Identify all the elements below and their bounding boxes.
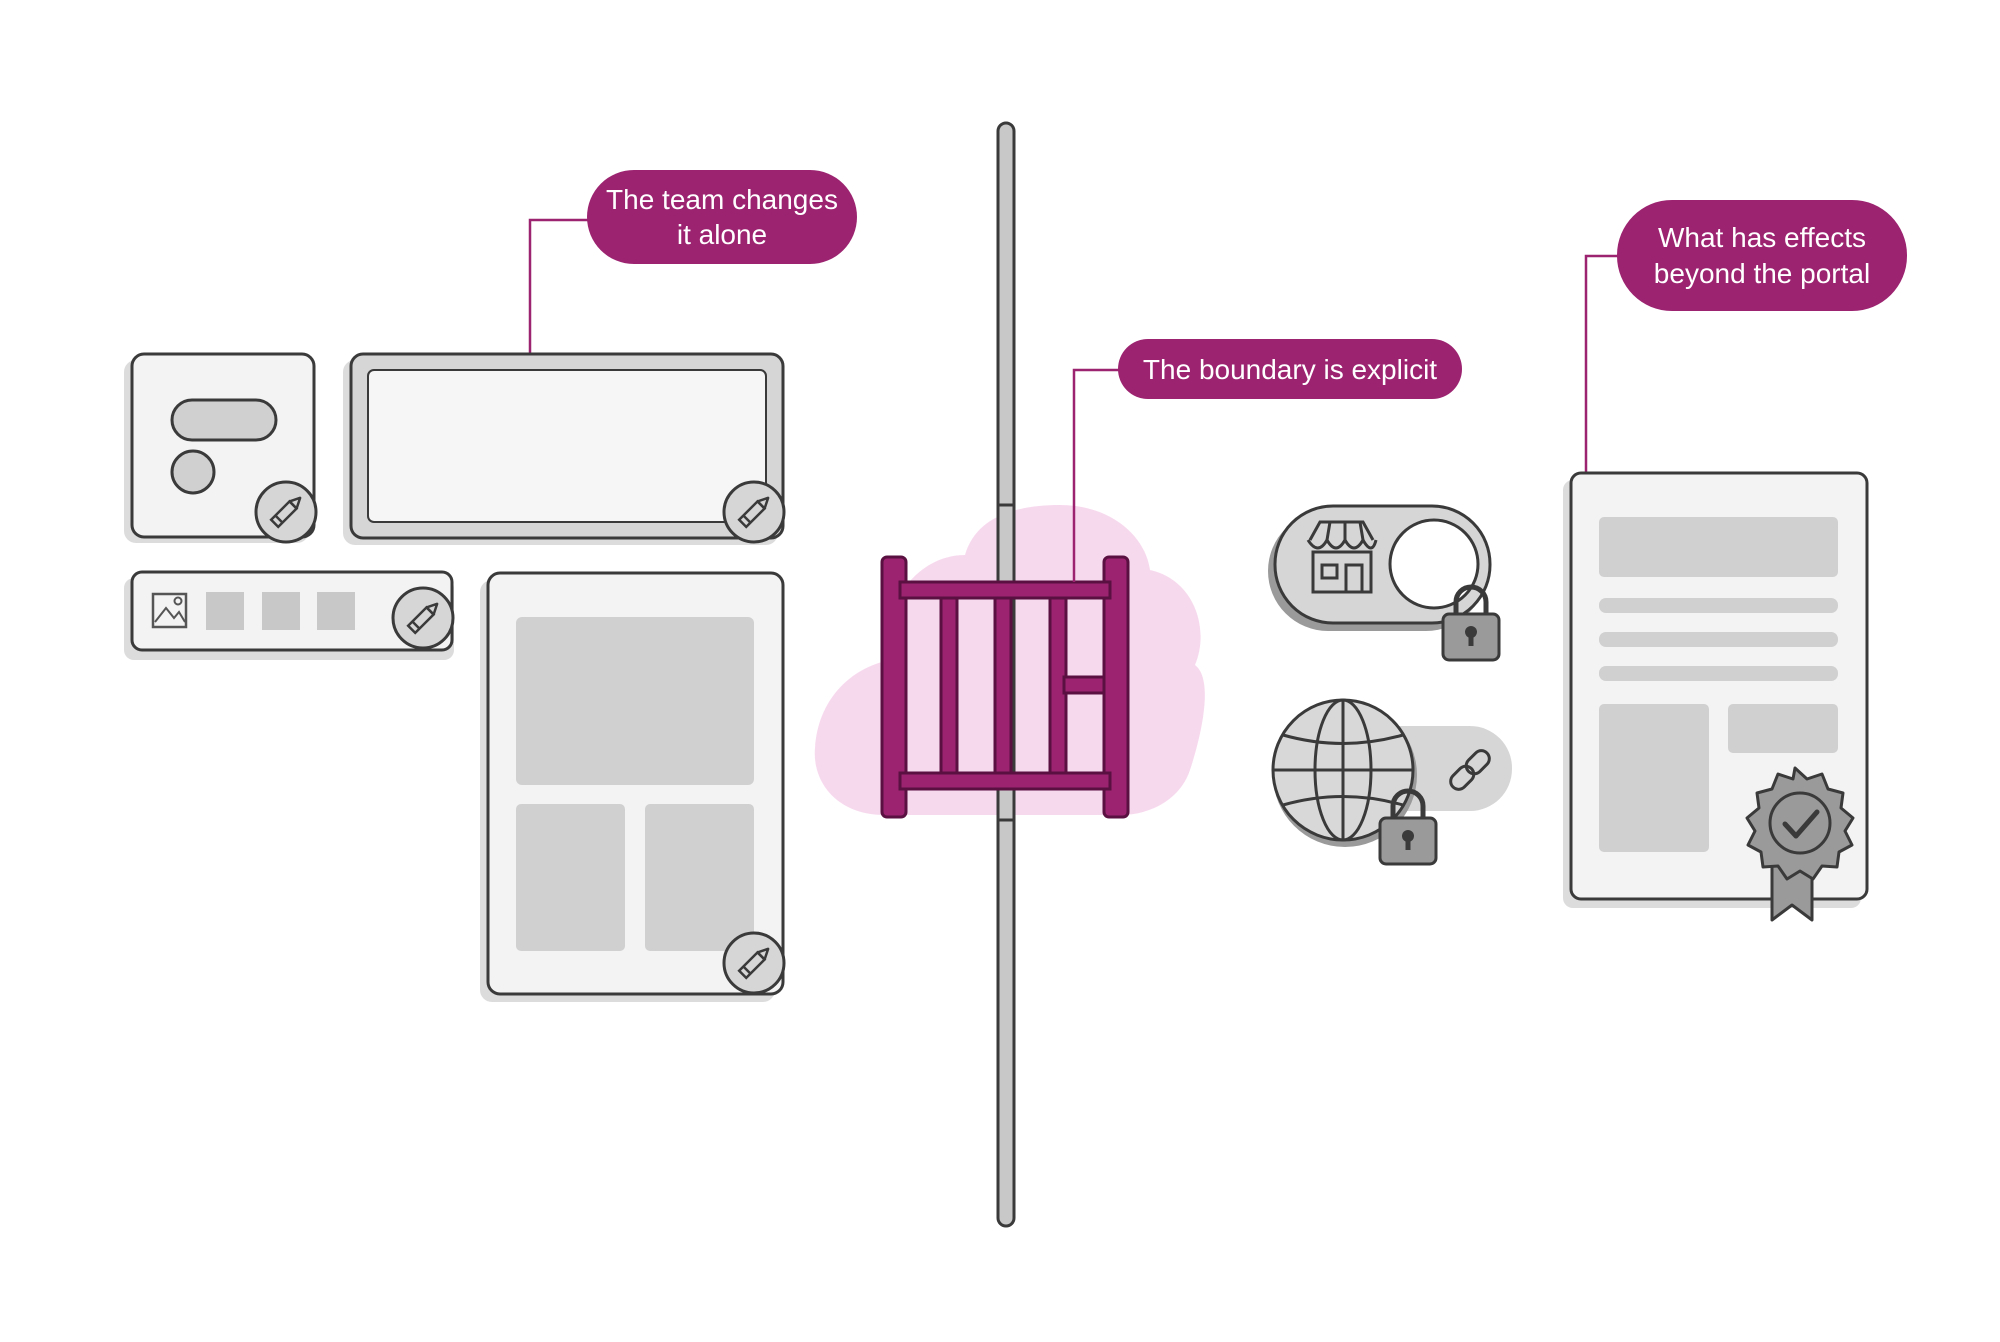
pencil-icon[interactable] — [391, 586, 455, 650]
callout-connector-boundary — [1072, 368, 1120, 582]
callout-connector-effects — [1584, 254, 1620, 472]
callout-team-line2: it alone — [677, 219, 767, 250]
callout-boundary-text: The boundary is explicit — [1143, 354, 1437, 385]
image-icon — [151, 592, 188, 629]
callout-team-changes: The team changes it alone — [587, 170, 857, 264]
callout-effects-line1: What has effects — [1658, 222, 1866, 253]
block-banner-card — [343, 352, 785, 545]
block-gallery-strip — [124, 570, 454, 660]
storefront-icon — [1306, 520, 1378, 594]
callout-team-line1: The team changes — [606, 184, 838, 215]
gate-icon — [880, 555, 1130, 819]
checkmark-icon — [1782, 809, 1820, 839]
globe-icon — [1271, 698, 1415, 842]
globe-link-pill — [1271, 698, 1512, 847]
block-content-card — [480, 571, 785, 1002]
pencil-icon[interactable] — [254, 480, 318, 544]
pencil-icon[interactable] — [722, 931, 786, 995]
link-icon — [1449, 749, 1491, 791]
pencil-icon[interactable] — [722, 480, 786, 544]
callout-connector-team — [528, 218, 590, 355]
callout-effects-beyond: What has effects beyond the portal — [1617, 200, 1907, 311]
storefront-toggle — [1268, 504, 1492, 631]
callout-boundary: The boundary is explicit — [1118, 339, 1462, 399]
callout-effects-line2: beyond the portal — [1654, 258, 1870, 289]
certificate-badge-icon — [1745, 766, 1855, 922]
